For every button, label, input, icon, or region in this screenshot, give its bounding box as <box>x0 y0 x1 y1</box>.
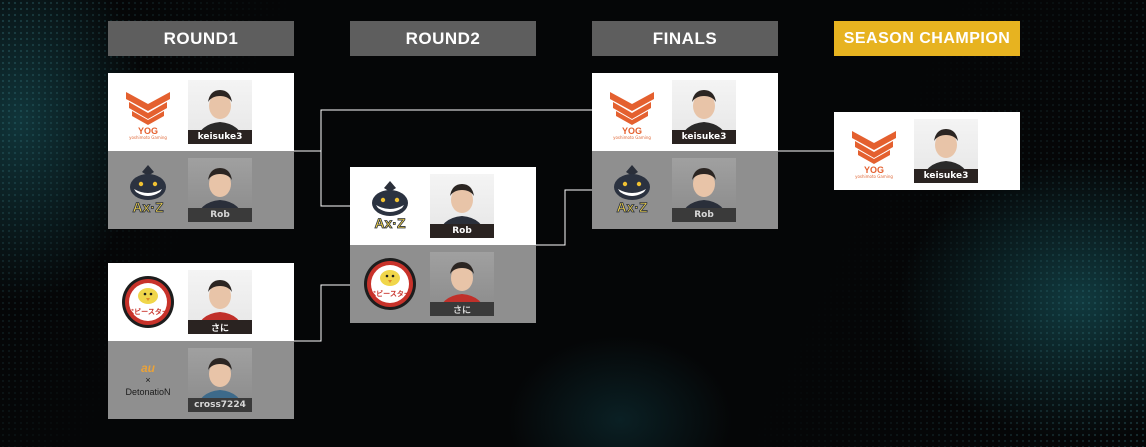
svg-text:yoshimoto Gaming: yoshimoto Gaming <box>855 174 893 179</box>
axiz-shark-logo: Ax·Z <box>116 158 180 222</box>
player-name: さに <box>430 302 494 316</box>
player-photo: Rob <box>672 158 736 222</box>
svg-text:Ax·Z: Ax·Z <box>374 215 406 231</box>
axiz-shark-logo: Ax·Z <box>358 174 422 238</box>
svg-text:yoshimoto Gaming: yoshimoto Gaming <box>129 135 167 140</box>
svg-text:ベビースター: ベビースター <box>127 307 169 316</box>
player-name: Rob <box>188 208 252 222</box>
bracket-slot-round1-3[interactable]: ベビースター さに <box>108 263 294 341</box>
svg-text:YOG: YOG <box>622 126 642 136</box>
yog-shield-logo: YOG yoshimoto Gaming <box>842 119 906 183</box>
header-round2: ROUND2 <box>350 21 536 56</box>
player-photo: keisuke3 <box>188 80 252 144</box>
yog-shield-logo: YOG yoshimoto Gaming <box>116 80 180 144</box>
bracket-slot-round1-1[interactable]: YOG yoshimoto Gaming keisuke3 <box>108 73 294 151</box>
bracket-slot-round2-1[interactable]: Ax·Z Rob <box>350 167 536 245</box>
bracket-slot-champion[interactable]: YOG yoshimoto Gaming keisuke3 <box>834 112 1020 190</box>
babystar-chicken-logo: ベビースター <box>116 270 180 334</box>
au-detonation-logo: au × DetonatioN <box>116 348 180 412</box>
player-photo: Rob <box>430 174 494 238</box>
bracket-slot-finals-1[interactable]: YOG yoshimoto Gaming keisuke3 <box>592 73 778 151</box>
player-name: Rob <box>430 224 494 238</box>
svg-text:YOG: YOG <box>138 126 158 136</box>
player-photo: さに <box>188 270 252 334</box>
player-name: さに <box>188 320 252 334</box>
axiz-shark-logo: Ax·Z <box>600 158 664 222</box>
player-name: keisuke3 <box>672 130 736 144</box>
bracket-slot-round2-2[interactable]: ベビースター さに <box>350 245 536 323</box>
player-name: keisuke3 <box>914 169 978 183</box>
svg-text:Ax·Z: Ax·Z <box>616 199 648 215</box>
header-finals: FINALS <box>592 21 778 56</box>
svg-text:yoshimoto Gaming: yoshimoto Gaming <box>613 135 651 140</box>
player-photo: さに <box>430 252 494 316</box>
svg-text:ベビースター: ベビースター <box>369 289 411 298</box>
bracket-slot-finals-2[interactable]: Ax·Z Rob <box>592 151 778 229</box>
player-photo: keisuke3 <box>672 80 736 144</box>
player-name: keisuke3 <box>188 130 252 144</box>
bracket-slot-round1-2[interactable]: Ax·Z Rob <box>108 151 294 229</box>
bracket-slot-round1-4[interactable]: au × DetonatioN cross7224 <box>108 341 294 419</box>
player-name: cross7224 <box>188 398 252 412</box>
babystar-chicken-logo: ベビースター <box>358 252 422 316</box>
yog-shield-logo: YOG yoshimoto Gaming <box>600 80 664 144</box>
svg-text:YOG: YOG <box>864 165 884 175</box>
header-round1: ROUND1 <box>108 21 294 56</box>
player-name: Rob <box>672 208 736 222</box>
player-photo: Rob <box>188 158 252 222</box>
player-photo: cross7224 <box>188 348 252 412</box>
player-photo: keisuke3 <box>914 119 978 183</box>
svg-text:Ax·Z: Ax·Z <box>132 199 164 215</box>
header-season-champion: SEASON CHAMPION <box>834 21 1020 56</box>
